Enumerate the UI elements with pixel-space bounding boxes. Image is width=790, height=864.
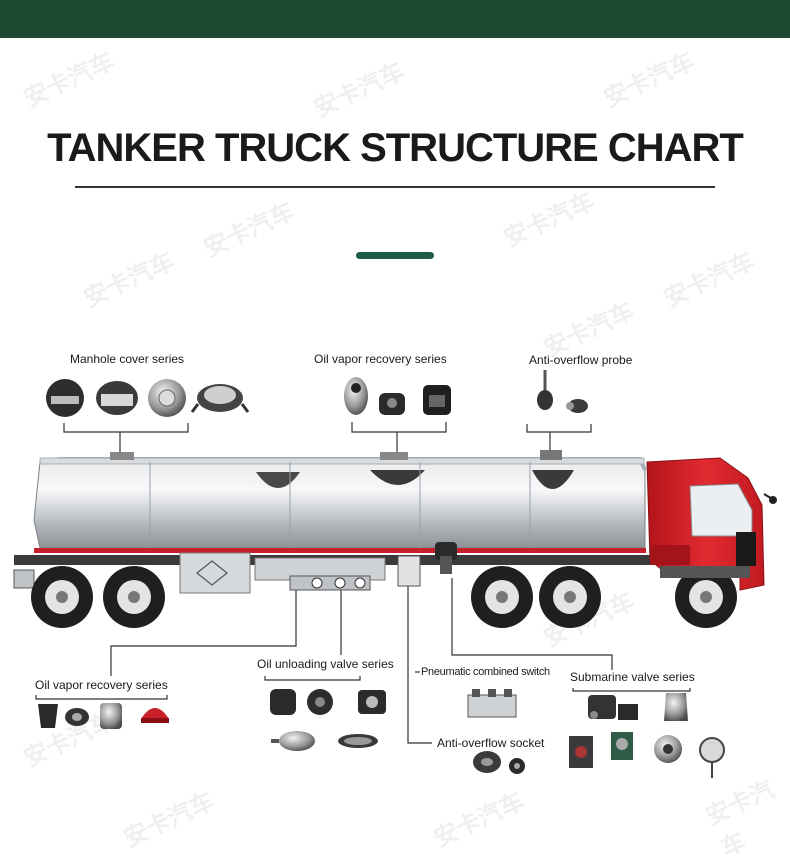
red-stripe [34, 548, 646, 553]
unloading-valve-icon [358, 690, 386, 714]
title-underline [75, 186, 715, 188]
unloading-valve-icon [338, 734, 378, 748]
vapor-valve-icon [344, 377, 368, 415]
label-pneumatic: Pneumatic combined switch [421, 666, 550, 678]
submarine-valve-icon [611, 732, 633, 760]
pneumatic-switch-icon [467, 689, 517, 718]
header-bar [0, 0, 790, 38]
vapor-valve-icon [423, 385, 451, 415]
vapor-adapter-icon [38, 704, 58, 728]
label-probe: Anti-overflow probe [529, 353, 633, 367]
accent-bar [356, 252, 434, 259]
truck-cab [646, 457, 777, 591]
vapor-adapter-icon [65, 708, 89, 726]
wheels [31, 566, 737, 628]
submarine-valve-icon [699, 737, 725, 778]
tank-body [33, 450, 647, 557]
label-vapor-top: Oil vapor recovery series [314, 352, 447, 366]
manhole-cover-icon [46, 379, 84, 417]
connector-lines-bottom [35, 578, 691, 744]
label-manhole: Manhole cover series [70, 352, 185, 366]
red-cap-icon [141, 708, 169, 723]
probe-connector-icon [566, 399, 588, 413]
label-socket: Anti-overflow socket [437, 736, 545, 750]
manhole-cover-icon [190, 384, 250, 413]
overflow-socket-icon [473, 751, 501, 773]
vapor-valve-icon [379, 393, 405, 415]
manhole-cover-icon [148, 379, 186, 417]
vapor-adapter-icon [100, 703, 122, 729]
page-title: TANKER TRUCK STRUCTURE CHART [47, 126, 744, 170]
unloading-valve-icon [271, 731, 315, 751]
label-vapor-bottom: Oil vapor recovery series [35, 678, 168, 692]
submarine-valve-icon [588, 695, 616, 719]
overflow-socket-icon [509, 758, 525, 774]
manhole-cover-icon [96, 381, 138, 415]
submarine-valve-icon [654, 735, 682, 763]
chassis [13, 542, 654, 594]
overflow-probe-icon [537, 370, 553, 410]
label-submarine: Submarine valve series [570, 670, 695, 684]
submarine-valve-icon [569, 736, 593, 768]
unloading-valve-icon [307, 689, 333, 715]
submarine-valve-icon [618, 704, 638, 720]
unloading-valve-icon [270, 689, 296, 715]
label-unloading: Oil unloading valve series [257, 657, 394, 671]
submarine-valve-icon [664, 693, 688, 721]
